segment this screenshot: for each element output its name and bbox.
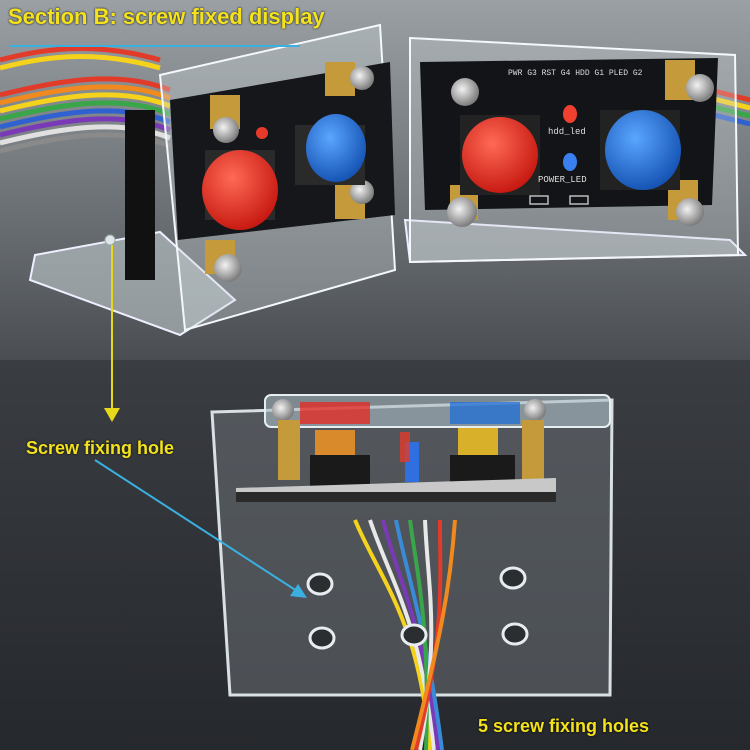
pcb-assembly <box>236 420 556 502</box>
screw-holes <box>306 566 529 650</box>
five-screw-holes-label: 5 screw fixing holes <box>478 716 650 736</box>
yellow-arrow <box>104 360 120 422</box>
wire-bundle <box>353 519 457 750</box>
top-photo: PWR G3 RST G4 HDD G1 PLED G2 hdd_led POW… <box>0 0 750 360</box>
left-acrylic-stand <box>28 23 397 337</box>
section-title: Section B: screw fixed display <box>8 4 325 29</box>
bottom-photo <box>0 360 750 750</box>
ribbon-cable <box>0 46 750 154</box>
power-led-label: POWER_LED <box>538 175 587 185</box>
right-acrylic-stand: PWR G3 RST G4 HDD G1 PLED G2 hdd_led POW… <box>403 36 748 264</box>
hdd-led-label: hdd_led <box>548 127 586 137</box>
pcb-header-label: PWR G3 RST G4 HDD G1 PLED G2 <box>508 69 643 78</box>
screw-fixing-hole-label: Screw fixing hole <box>26 438 175 458</box>
blue-arrow <box>94 459 307 598</box>
